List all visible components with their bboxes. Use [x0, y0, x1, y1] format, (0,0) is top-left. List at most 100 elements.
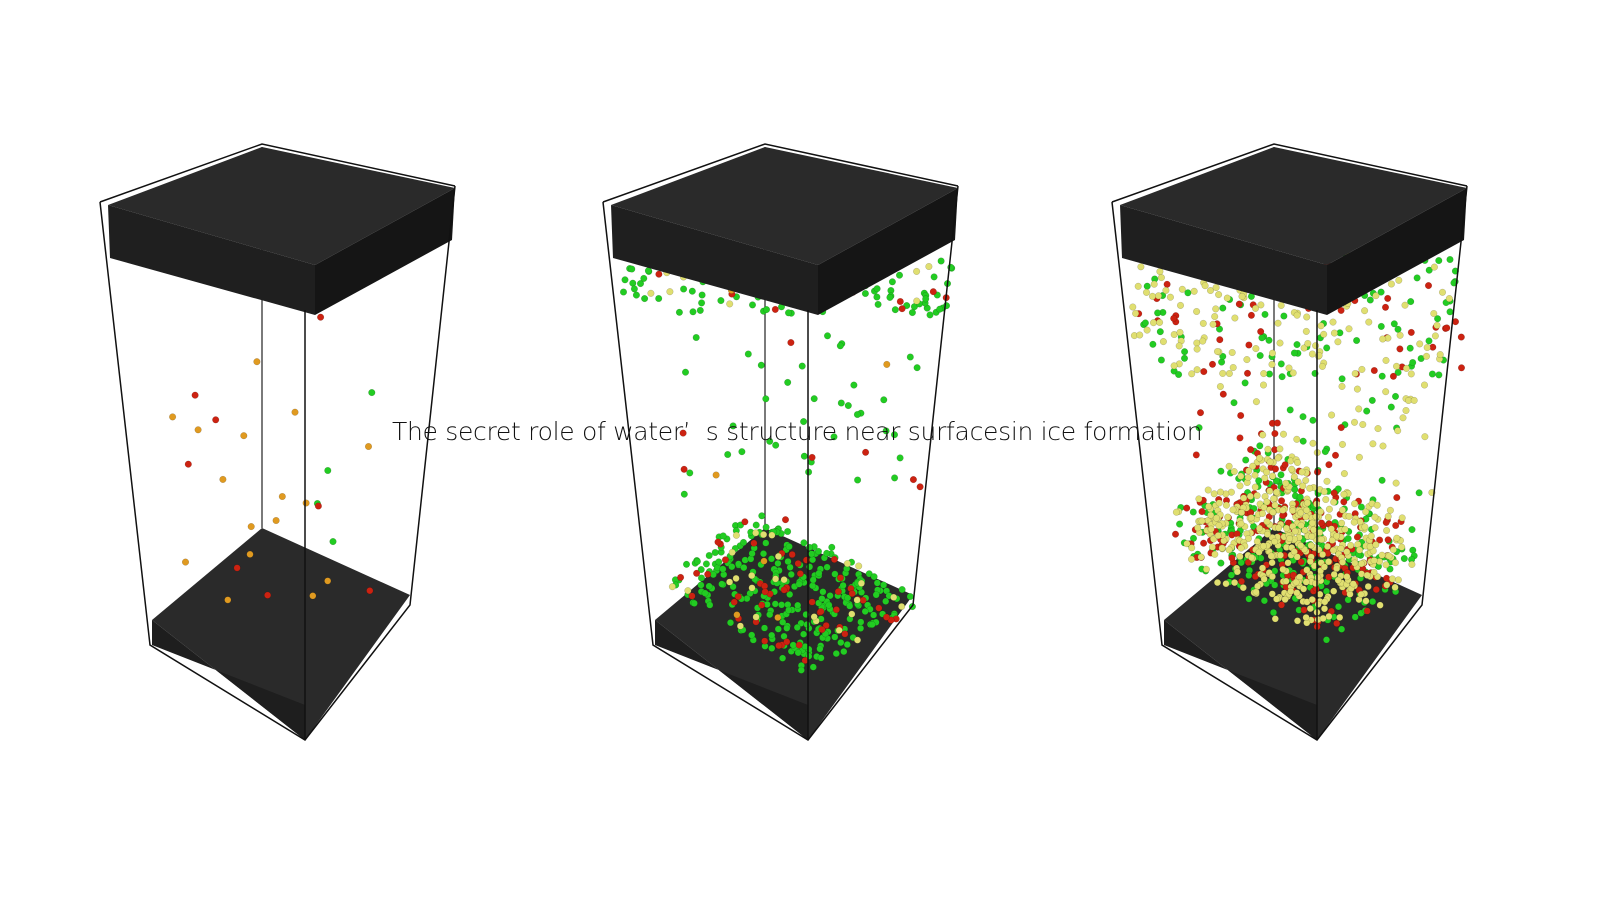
green-particle [861, 607, 869, 615]
red-particle [795, 641, 803, 649]
yellow-particle [1193, 366, 1201, 374]
red-particle [909, 476, 917, 484]
yellow-particle [1328, 536, 1336, 544]
yellow-particle [1218, 544, 1226, 552]
simulation-box-middle [602, 143, 959, 741]
orange-particle [224, 596, 232, 604]
green-particle [698, 299, 706, 307]
top-slab [611, 147, 958, 265]
red-particle [184, 460, 192, 468]
yellow-particle [1282, 577, 1290, 585]
yellow-particle [1284, 559, 1292, 567]
yellow-particle [1302, 476, 1310, 484]
yellow-particle [1252, 398, 1260, 406]
yellow-particle [843, 560, 851, 568]
yellow-particle [780, 576, 788, 584]
yellow-particle [1207, 525, 1215, 533]
green-particle [1377, 322, 1385, 330]
green-particle [816, 645, 824, 653]
yellow-particle [1302, 578, 1310, 586]
yellow-particle [1302, 613, 1310, 622]
yellow-particle [1287, 587, 1295, 595]
yellow-particle [1252, 345, 1260, 353]
red-particle [730, 598, 738, 606]
green-particle [1351, 613, 1359, 621]
figure-title: The secret role of water’ s structure ne… [392, 417, 1203, 446]
yellow-particle [1159, 338, 1167, 346]
red-particle [882, 613, 891, 621]
yellow-particle [1334, 576, 1342, 584]
orange-particle [324, 577, 332, 585]
orange-particle [253, 358, 261, 366]
yellow-particle [1205, 502, 1213, 511]
yellow-particle [1223, 294, 1231, 302]
green-particle [814, 547, 823, 555]
yellow-particle [1213, 347, 1222, 356]
yellow-particle [1357, 590, 1365, 598]
red-particle [794, 559, 802, 568]
yellow-particle [1393, 534, 1401, 542]
yellow-particle [1263, 530, 1272, 538]
yellow-particle [774, 552, 782, 560]
yellow-particle [1240, 494, 1248, 502]
green-particle [1321, 448, 1329, 456]
red-particle [1243, 369, 1252, 377]
green-particle [1265, 336, 1273, 344]
yellow-particle [1172, 508, 1180, 516]
green-particle [693, 557, 701, 565]
green-particle [680, 285, 688, 293]
green-particle [1415, 489, 1423, 497]
yellow-particle [668, 583, 676, 591]
green-particle [762, 306, 771, 314]
yellow-particle [1178, 285, 1186, 293]
green-particle [698, 291, 706, 299]
yellow-particle [1276, 551, 1284, 559]
yellow-particle [1293, 435, 1301, 443]
green-particle [783, 624, 791, 632]
green-particle [760, 624, 769, 632]
yellow-particle [1272, 488, 1281, 496]
yellow-particle [1268, 559, 1276, 567]
yellow-particle [1371, 524, 1379, 532]
yellow-particle [1351, 369, 1359, 378]
red-particle [1247, 446, 1255, 454]
red-particle [1245, 341, 1253, 349]
green-particle [922, 295, 930, 303]
yellow-particle [1247, 514, 1255, 522]
yellow-particle [1214, 532, 1222, 540]
green-particle [766, 437, 774, 445]
yellow-particle [1207, 511, 1215, 519]
green-particle [324, 466, 332, 475]
green-particle [1408, 526, 1416, 534]
green-particle [809, 576, 817, 584]
yellow-particle [1306, 605, 1314, 613]
green-particle [784, 557, 792, 566]
green-particle [771, 600, 779, 608]
yellow-particle [647, 289, 655, 297]
green-particle [1435, 257, 1443, 265]
yellow-particle [1268, 590, 1276, 598]
red-particle [1353, 533, 1361, 541]
green-particle [1277, 471, 1285, 479]
green-particle [729, 583, 737, 591]
red-particle [848, 590, 856, 598]
yellow-particle [1370, 556, 1378, 565]
green-particle [1377, 288, 1385, 296]
yellow-particle [1382, 388, 1390, 396]
green-particle [837, 639, 845, 647]
yellow-particle [726, 300, 734, 308]
yellow-particle [1333, 532, 1341, 540]
yellow-particle [1379, 442, 1387, 450]
top-slab-front [108, 205, 315, 315]
green-particle [906, 592, 914, 601]
orange-particle [760, 557, 768, 565]
green-particle [808, 550, 816, 558]
yellow-particle [1365, 318, 1373, 326]
yellow-particle [1251, 483, 1259, 491]
yellow-particle [1402, 406, 1410, 415]
yellow-particle [1384, 512, 1392, 520]
green-particle [1280, 312, 1288, 320]
orange-particle [272, 516, 280, 525]
yellow-particle [1150, 280, 1158, 288]
yellow-particle [1231, 579, 1239, 587]
